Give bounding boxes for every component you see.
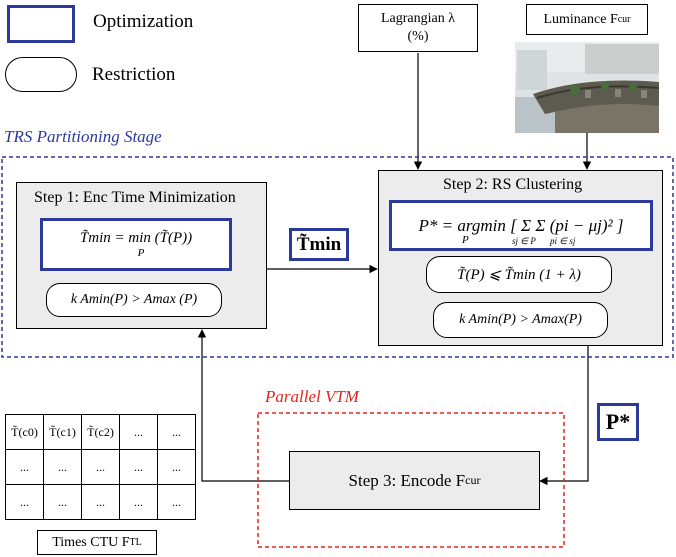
ctu-table-cell: ...: [119, 414, 158, 450]
ctu-table-row: ...............: [5, 449, 196, 485]
ctu-table-cell: ...: [43, 484, 82, 520]
trs-stage-region: [1, 156, 674, 358]
ctu-table-cell: ...: [119, 484, 158, 520]
ctu-table-cell: ...: [5, 449, 44, 485]
ctu-table-cell: T̃(c2): [81, 414, 120, 450]
legend-restriction-swatch: [5, 57, 77, 92]
arrow-step2-to-step3: [539, 346, 589, 486]
ctu-table-cell: ...: [157, 449, 196, 485]
ctu-table-cell: ...: [81, 449, 120, 485]
luminance-label: Luminance F: [543, 11, 618, 27]
step2-objective-box: P* = argmin [ Σ Σ (pi − μj)² ]: [389, 200, 653, 251]
step2-argmin-index: P: [462, 234, 469, 246]
step1-constraint: k Amin(P) > Amax (P): [70, 292, 198, 307]
ctu-table-cell: ...: [157, 484, 196, 520]
ctu-table-cell: ...: [119, 449, 158, 485]
luminance-subscript: cur: [617, 13, 631, 25]
step3-title-subscript: cur: [465, 473, 481, 487]
step1-objective-under: P: [137, 247, 145, 259]
tmin-label: T̃min: [296, 233, 342, 255]
step2-objective: P* = argmin [ Σ Σ (pi − μj)² ]: [418, 215, 624, 235]
ctu-table-cell: T̃(c1): [43, 414, 82, 450]
ctu-table-cell: ...: [5, 484, 44, 520]
lagrangian-input-box: Lagrangian λ (%): [358, 4, 478, 52]
ctu-times-table: T̃(c0)T̃(c1)T̃(c2)......................…: [5, 414, 196, 520]
step2-constraint2: k Amin(P) > Amax(P): [459, 312, 582, 327]
parallel-vtm-title: Parallel VTM: [265, 387, 359, 406]
ctu-table-cell: ...: [43, 449, 82, 485]
step1-title: Step 1: Enc Time Minimization: [34, 189, 236, 206]
ctu-table-cell: ...: [157, 414, 196, 450]
legend-restriction-label: Restriction: [92, 64, 176, 85]
step3-title: Step 3: Encode F: [348, 470, 466, 490]
ctu-table-cell: ...: [81, 484, 120, 520]
parallel-vtm-region: [257, 412, 565, 548]
lagrangian-unit: (%): [407, 29, 429, 44]
tmin-label-box: T̃min: [289, 228, 349, 261]
step2-title: Step 2: RS Clustering: [443, 176, 583, 193]
ctu-table-cell: T̃(c0): [5, 414, 44, 450]
lagrangian-label: Lagrangian λ: [380, 11, 456, 26]
luminance-frame-image: [515, 42, 659, 133]
pstar-label-box: P*: [597, 403, 639, 441]
step2-sum1-index: sj ∈ P: [512, 236, 536, 246]
ctu-table-caption: Times CTU F: [52, 534, 130, 550]
legend-optimization-swatch: [7, 5, 75, 43]
legend-optimization-label: Optimization: [93, 11, 194, 32]
step1-objective-box: T̃min = min (T̃(P)) P: [40, 218, 232, 271]
arrow-step3-to-step1: [197, 329, 289, 482]
step2-constraint1-box: T̃(P) ⩽ T̃min (1 + λ): [426, 256, 612, 293]
step2-constraint2-box: k Amin(P) > Amax(P): [433, 302, 608, 338]
step2-constraint1: T̃(P) ⩽ T̃min (1 + λ): [457, 267, 581, 283]
step1-objective: T̃min = min (T̃(P)): [79, 230, 193, 246]
pstar-label: P*: [605, 409, 631, 434]
step1-constraint-box: k Amin(P) > Amax (P): [46, 283, 222, 317]
ctu-table-row: ...............: [5, 484, 196, 520]
ctu-table-caption-subscript: TL: [129, 536, 142, 548]
trs-stage-title: TRS Partitioning Stage: [4, 127, 162, 146]
ctu-table-row: T̃(c0)T̃(c1)T̃(c2)......: [5, 414, 196, 450]
step2-sum2-index: pi ∈ sj: [550, 236, 576, 246]
